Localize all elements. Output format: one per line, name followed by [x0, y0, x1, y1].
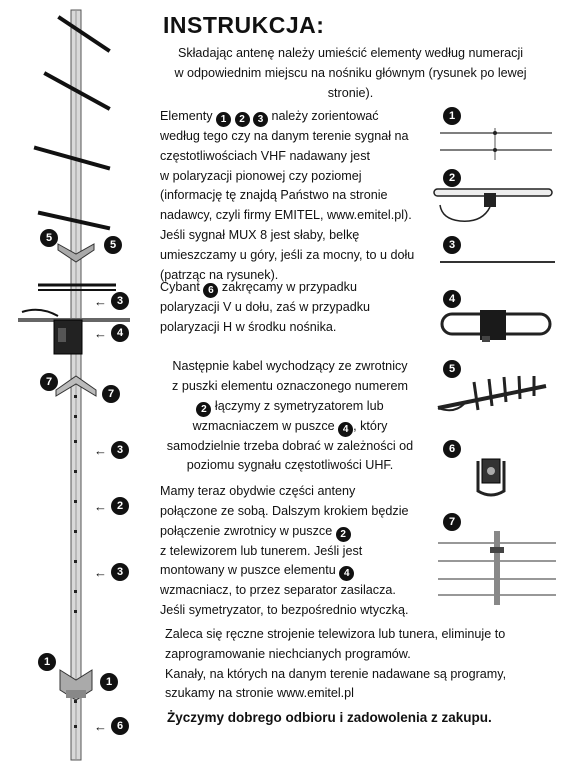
page-title: INSTRUKCJA:: [163, 12, 325, 38]
elements-line: (patrząc na rysunek).: [160, 267, 279, 282]
label-3-low: ← 3: [94, 563, 129, 581]
legend-element-5: [437, 375, 547, 412]
number-6-icon: 6: [203, 283, 219, 298]
number-2-icon: 2: [196, 401, 212, 417]
number-4-icon: 4: [111, 324, 129, 342]
legend-element-2: [433, 188, 553, 222]
elements-line: według tego czy na danym terenie sygnał …: [160, 129, 409, 143]
connect-line: wzmacniacz, to przez separator zasilacza…: [160, 583, 396, 598]
label-3-top: ← 3: [94, 292, 129, 310]
legend-element-7: [438, 531, 556, 605]
label-3-mid: ← 3: [94, 441, 129, 459]
cable-paragraph: Następnie kabel wychodzący ze zwrotnicy …: [150, 357, 430, 476]
number-2-icon: 2: [335, 526, 351, 542]
elements-line: częstotliwościach VHF nadawany jest: [160, 148, 370, 163]
elements-line: (informację tę znajdą Państwo na stronie: [160, 188, 388, 203]
closing-line: zaprogramowanie niechcianych programów.: [165, 646, 411, 661]
cable-line: z puszki elementu oznaczonego numerem: [172, 378, 408, 393]
connect-line: połączenie zwrotnicy w puszce: [160, 523, 333, 538]
cable-lead: wzmacniaczem w puszce: [192, 418, 335, 433]
number-1-icon: 1: [216, 112, 231, 127]
bracket-7: [55, 375, 97, 397]
arrow-left-icon: ←: [94, 325, 107, 341]
legend-element-4: [440, 310, 552, 342]
cybant-line: polaryzacji V u dołu, zaś w przypadku: [160, 300, 370, 314]
arrow-left-icon: ←: [94, 564, 107, 580]
arrow-left-icon: ←: [94, 498, 107, 514]
label-2-mid: ← 2: [94, 497, 129, 515]
label-1-left: 1: [38, 653, 56, 671]
legend-number-5: 5: [443, 360, 461, 378]
label-5-right: 5: [104, 236, 122, 254]
number-3-icon: 3: [111, 563, 129, 581]
label-1-right: 1: [100, 673, 118, 691]
arrow-left-icon: ←: [94, 718, 107, 734]
mast-holes: [74, 395, 77, 728]
number-6-icon: 6: [111, 717, 129, 735]
elements-line: nadawcy, czyli firmy EMITEL, www.emitel.…: [160, 208, 412, 223]
cybant-lead: Cybant: [160, 280, 200, 294]
closing-line: szukamy na stronie www.emitel.pl: [165, 686, 354, 701]
label-6-bottom: ← 6: [94, 717, 129, 735]
cybant-paragraph: Cybant 6 zakręcamy w przypadku polaryzac…: [160, 278, 425, 338]
intro-line: Składając antenę należy umieścić element…: [177, 46, 524, 60]
intro-paragraph: Składając antenę należy umieścić element…: [163, 44, 538, 103]
connect-line: montowany w puszce elementu: [160, 563, 336, 578]
number-2-icon: 2: [234, 112, 250, 127]
arrow-left-icon: ←: [94, 442, 107, 458]
director-elements: [33, 15, 111, 231]
legend-element-3: [440, 261, 555, 263]
elements-line: Jeśli sygnał MUX 8 jest słaby, belkę: [160, 227, 360, 242]
cybant-line: polaryzacji H w środku nośnika.: [160, 319, 337, 334]
intro-line: stronie).: [327, 85, 374, 100]
legend-number-2: 2: [443, 169, 461, 187]
elements-lead: Elementy: [160, 109, 213, 123]
legend-element-6: [476, 458, 506, 497]
label-4-top: ← 4: [94, 324, 129, 342]
number-3-icon: 3: [253, 112, 268, 127]
connect-paragraph: Mamy teraz obydwie części anteny połączo…: [160, 482, 435, 621]
connect-line: z telewizorem lub tunerem. Jeśli jest: [160, 543, 363, 558]
intro-line: w odpowiednim miejscu na nośniku głównym…: [174, 65, 527, 80]
closing-line: Kanały, na których na danym terenie nada…: [165, 666, 507, 681]
number-3-icon: 3: [111, 441, 129, 459]
antenna-diagram: [18, 9, 130, 761]
cable-line: poziomu sygnału częstotliwości UHF.: [186, 458, 394, 473]
cable-tail: łączymy z symetryzatorem lub: [214, 398, 384, 413]
arrow-left-icon: ←: [94, 293, 107, 309]
number-4-icon: 4: [339, 566, 355, 582]
legend-number-3: 3: [443, 236, 461, 254]
closing-paragraph: Zaleca się ręczne strojenie telewizora l…: [165, 625, 550, 704]
connect-line: Jeśli symetryzator, to bezpośrednio wtyc…: [160, 603, 409, 618]
elements-paragraph: Elementy 1 2 3 należy zorientować według…: [160, 107, 435, 285]
cable-line: Następnie kabel wychodzący ze zwrotnicy: [172, 359, 408, 373]
legend-number-4: 4: [443, 290, 461, 308]
label-7-right: 7: [102, 385, 120, 403]
connect-line: połączone ze sobą. Dalszym krokiem będzi…: [160, 503, 409, 518]
number-2-icon: 2: [111, 497, 129, 515]
elements-line: w polaryzacji pionowej czy poziomej: [160, 168, 362, 183]
legend-number-1: 1: [443, 107, 461, 125]
legend-element-1: [440, 128, 552, 160]
elements-line: umieszczamy u góry, jeśli za mocny, to u…: [160, 247, 415, 262]
elements-tail: należy zorientować: [271, 109, 379, 123]
cable-tail: , który: [353, 418, 388, 433]
connect-line: Mamy teraz obydwie części anteny: [160, 484, 356, 498]
bracket-5: [57, 243, 95, 263]
cable-line: samodzielnie trzeba dobrać w zależności …: [166, 438, 414, 453]
legend-number-6: 6: [443, 440, 461, 458]
legend-number-7: 7: [443, 513, 461, 531]
number-3-icon: 3: [111, 292, 129, 310]
closing-wish: Życzymy dobrego odbioru i zadowolenia z …: [167, 710, 492, 725]
cybant-tail: zakręcamy w przypadku: [221, 280, 357, 294]
label-7-left: 7: [40, 373, 58, 391]
closing-line: Zaleca się ręczne strojenie telewizora l…: [165, 627, 506, 641]
number-4-icon: 4: [338, 421, 354, 437]
label-5-left: 5: [40, 229, 58, 247]
